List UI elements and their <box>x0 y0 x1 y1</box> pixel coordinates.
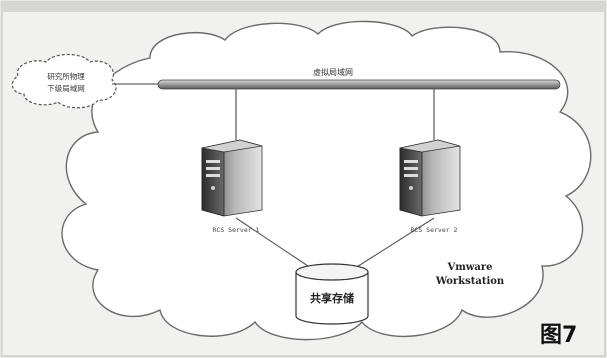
figure-number: 图7 <box>540 323 577 348</box>
server-right-label: RCS Server 2 <box>411 226 458 234</box>
external-lan-label-line2: 下级局域网 <box>47 83 85 93</box>
server-right-icon <box>399 139 461 217</box>
top-strip <box>2 2 605 12</box>
workstation-label-line1: Vmware <box>446 262 492 273</box>
network-bus-label: 虚拟局域网 <box>313 67 353 77</box>
network-bus <box>157 79 561 90</box>
shared-storage-label: 共享存储 <box>310 291 354 305</box>
server-left-label: RCS Server 1 <box>213 226 260 234</box>
server-left-icon <box>201 139 263 217</box>
left-storage-link <box>235 217 315 271</box>
virtual-network-cloud <box>61 20 592 341</box>
external-lan-label-line1: 研究所物理 <box>47 71 85 81</box>
workstation-label-line2: Workstation <box>435 276 505 287</box>
right-storage-link <box>351 217 435 271</box>
shared-storage-icon <box>295 263 369 325</box>
external-lan-cloud <box>11 53 117 109</box>
